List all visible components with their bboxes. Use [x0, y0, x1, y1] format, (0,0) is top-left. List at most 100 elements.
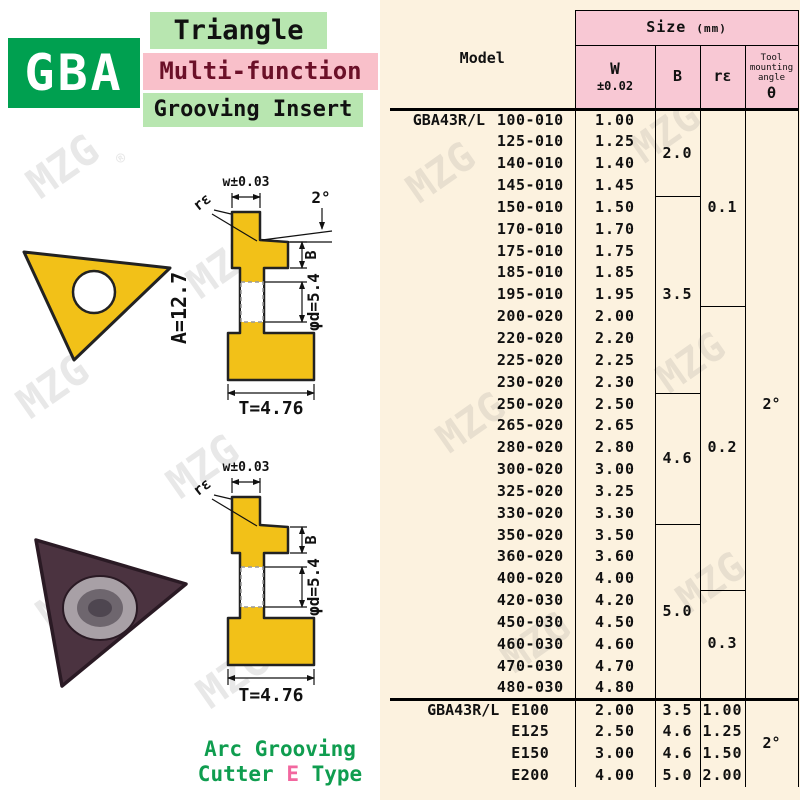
caption-type: Type [298, 762, 363, 786]
model-number: 200-020 [496, 307, 564, 326]
w-cell: 4.00 [575, 765, 656, 788]
w-cell: 2.50 [575, 721, 656, 744]
model-number: 220-020 [496, 328, 564, 347]
dim-w-label: w±0.03 [223, 175, 270, 190]
re-cell: 1.25 [700, 721, 746, 744]
model-cell: E125 [390, 721, 576, 744]
table-row: 300-020 3.00 [390, 459, 798, 481]
w-cell: 3.30 [575, 502, 656, 525]
model-number: E100 [511, 701, 550, 720]
b-cell: 3.5 [655, 697, 701, 722]
model-cell: 140-010 [390, 153, 576, 176]
model-number: 225-020 [496, 350, 564, 369]
model-cell: 125-010 [390, 131, 576, 154]
size-table: Model Size (mm) W±0.02 B rε Tool mountin… [390, 10, 799, 788]
size-unit: (mm) [696, 22, 727, 36]
model-cell: E200 [390, 765, 576, 788]
model-number: E200 [511, 766, 550, 785]
brand-logo: GBA [8, 38, 140, 108]
model-cell: 175-010 [390, 240, 576, 263]
watermark: MZG [18, 125, 108, 209]
dimension-lines-top [211, 193, 333, 400]
w-cell: 3.00 [575, 459, 656, 481]
table-row: 225-020 2.25 [390, 349, 798, 372]
model-number: 250-020 [496, 394, 564, 413]
re-cell: 0.2 [700, 305, 746, 591]
model-cell: 400-020 [390, 568, 576, 591]
caption-line2: Cutter E Type [150, 762, 410, 787]
cross-section-top: w±0.03 rε 2° B φd=5.4 T=4.76 [189, 175, 333, 419]
model-number: E125 [511, 722, 550, 741]
w-cell: 2.25 [575, 349, 656, 372]
caption-cutter: Cutter [197, 762, 287, 786]
left-panel: MZG ® MZG MZG MZG MZG ® MZG A=12.7 [0, 0, 380, 800]
caption-e-accent: E [286, 762, 299, 786]
series-prefix: GBA43R/L [412, 111, 486, 130]
model-number: 230-020 [496, 372, 564, 391]
dim-d-label: φd=5.4 [304, 273, 323, 331]
re-header: rε [700, 45, 746, 111]
model-cell: 220-020 [390, 327, 576, 350]
model-cell: 325-020 [390, 480, 576, 503]
w-cell: 1.75 [575, 240, 656, 263]
dim-d-label: φd=5.4 [304, 558, 323, 616]
model-number: 185-010 [496, 263, 564, 282]
w-cell: 4.70 [575, 655, 656, 678]
w-header: W±0.02 [575, 45, 656, 111]
w-cell: 1.25 [575, 131, 656, 154]
label-multi-function: Multi-function [143, 53, 378, 90]
insert-hole-center [88, 599, 112, 617]
model-cell: 250-020 [390, 393, 576, 416]
spec-panel: MZG MZG MZG MZG MZG MZG Model Size (mm) … [380, 0, 800, 800]
model-cell: 170-010 [390, 218, 576, 241]
b-cell: 4.6 [655, 721, 701, 744]
model-cell: 145-010 [390, 175, 576, 197]
dim-t-label: T=4.76 [238, 398, 303, 419]
model-cell: 480-030 [390, 677, 576, 700]
w-cell: 1.40 [575, 153, 656, 176]
w-cell: 2.00 [575, 697, 656, 722]
label-grooving-insert: Grooving Insert [143, 93, 363, 127]
b-cell: 2.0 [655, 109, 701, 197]
w-cell: 4.20 [575, 590, 656, 612]
w-cell: 2.50 [575, 393, 656, 416]
b-cell: 3.5 [655, 196, 701, 394]
table-header-row: Model Size (mm) [390, 10, 799, 111]
dim-t-label: T=4.76 [238, 685, 303, 706]
w-cell: 2.20 [575, 327, 656, 350]
model-number: 480-030 [496, 677, 564, 696]
model-cell: 230-020 [390, 371, 576, 394]
b-cell: 5.0 [655, 524, 701, 700]
w-cell: 3.60 [575, 546, 656, 569]
w-cell: 3.25 [575, 480, 656, 503]
dim-b-label: B [302, 250, 320, 259]
b-cell: 4.6 [655, 743, 701, 766]
model-number: 300-020 [496, 460, 564, 479]
watermark: MZG [8, 345, 98, 429]
w-cell: 1.95 [575, 284, 656, 307]
table-row: 200-020 2.00 0.2 [390, 305, 798, 591]
model-number: 140-010 [496, 154, 564, 173]
dim-a-label: A=12.7 [167, 272, 191, 344]
b-header: B [655, 45, 701, 111]
w-cell: 2.00 [575, 306, 656, 328]
model-cell: 470-030 [390, 655, 576, 678]
insert-3d-view [34, 538, 188, 688]
cross-section-profile [226, 495, 316, 667]
model-number: 145-010 [496, 176, 564, 195]
